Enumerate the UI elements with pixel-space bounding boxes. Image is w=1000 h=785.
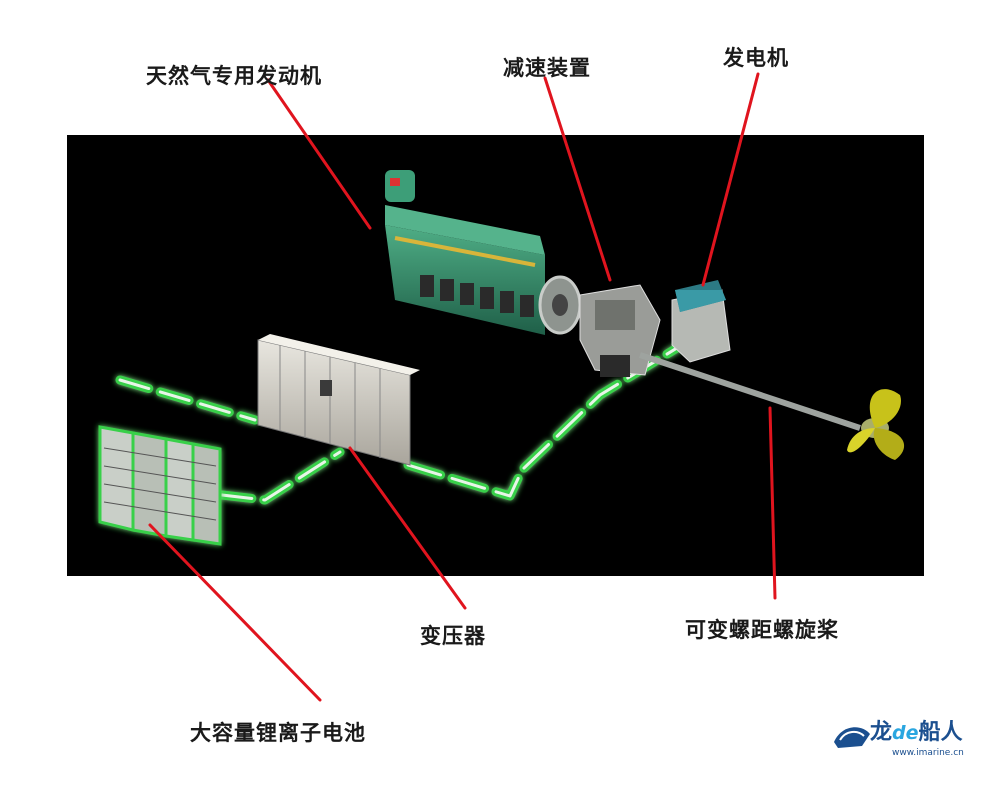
transformer-cabinet	[257, 334, 420, 466]
pointer-gearbox	[543, 76, 612, 282]
generator	[671, 280, 731, 363]
pointer-transformer	[348, 446, 467, 610]
pointer-battery	[148, 523, 322, 702]
pointer-engine	[266, 78, 372, 230]
brand-logo: 龙de船人 www.imarine.cn	[832, 712, 992, 772]
label-generator: 发电机	[723, 46, 789, 70]
label-cpp-propeller: 可变螺距螺旋桨	[685, 618, 839, 642]
pointer-lines	[148, 72, 777, 702]
cpp-propeller	[847, 389, 905, 460]
propeller-shaft	[639, 352, 861, 431]
pointer-propeller	[768, 406, 777, 600]
label-lithium-battery: 大容量锂离子电池	[190, 721, 366, 745]
label-reduction-gear: 减速装置	[503, 56, 591, 80]
battery-racks	[98, 425, 222, 546]
label-transformer: 变压器	[420, 624, 486, 648]
gas-engine	[385, 170, 582, 335]
label-gas-engine: 天然气专用发动机	[146, 64, 322, 88]
brand-url: www.imarine.cn	[892, 748, 964, 758]
pointer-generator	[701, 72, 760, 287]
reduction-gear	[579, 284, 661, 377]
brand-name: 龙de船人	[870, 720, 963, 745]
ship-icon	[834, 727, 870, 748]
